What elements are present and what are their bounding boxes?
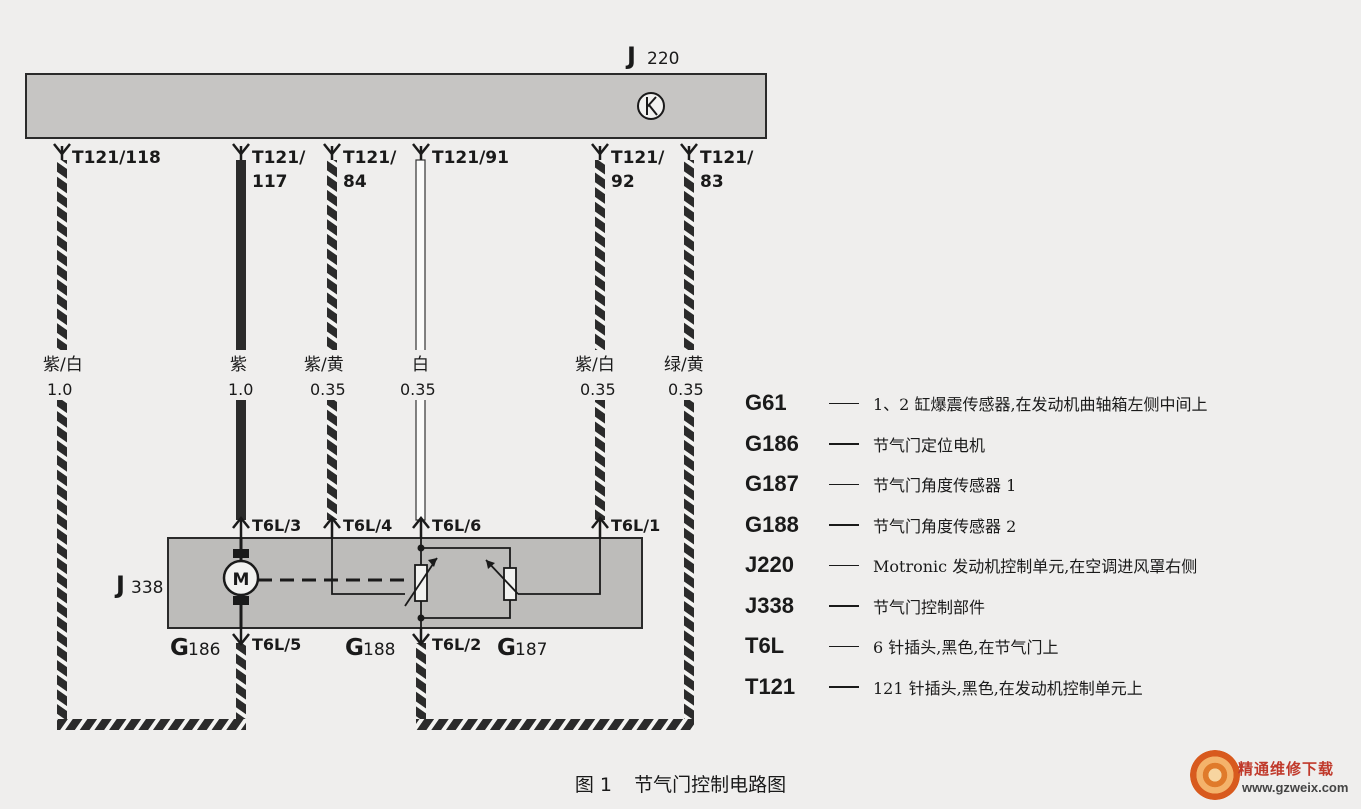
legend-desc: 节气门角度传感器 2 <box>873 516 1017 536</box>
legend-dash <box>829 605 859 607</box>
svg-text:84: 84 <box>343 172 367 192</box>
watermark-logo-icon <box>1190 750 1240 800</box>
svg-text:338: 338 <box>131 578 163 598</box>
legend-code: J338 <box>745 592 794 618</box>
legend-dash <box>829 402 859 404</box>
svg-text:紫/白: 紫/白 <box>43 355 83 375</box>
legend-dash <box>829 483 859 485</box>
legend-dash <box>829 524 859 526</box>
watermark: 精通维修下载 www.gzweix.com <box>1190 748 1355 804</box>
svg-text:187: 187 <box>515 640 547 660</box>
svg-text:0.35: 0.35 <box>580 380 616 399</box>
ecu-pin-92: T121/ 92 <box>591 143 665 192</box>
svg-text:T6L/1: T6L/1 <box>611 516 660 535</box>
ecu-label: J <box>625 42 636 70</box>
watermark-name: 精通维修下载 <box>1238 760 1335 778</box>
svg-text:1.0: 1.0 <box>47 380 72 399</box>
svg-text:白: 白 <box>412 355 429 375</box>
figure-caption: 图 1 节气门控制电路图 <box>0 770 1361 797</box>
legend-desc: 节气门控制部件 <box>873 597 986 617</box>
svg-text:紫: 紫 <box>230 355 247 375</box>
legend-row: G186 节气门定位电机 <box>745 424 1345 465</box>
legend-dash <box>829 564 859 566</box>
legend-code: J220 <box>745 552 794 578</box>
ecu-pin-83: T121/ 83 <box>680 143 754 192</box>
ecu-sub: 220 <box>647 49 679 69</box>
module-j338: J 338 T6L/3 T6L/4 T6L/6 T6L/1 T6L/5 T6L/… <box>114 515 660 661</box>
svg-text:T121/: T121/ <box>343 148 397 168</box>
motor-icon: M <box>222 549 260 605</box>
svg-text:T6L/5: T6L/5 <box>252 635 301 654</box>
connector-top-marks <box>232 515 609 538</box>
legend-dash <box>829 443 859 445</box>
legend-code: G61 <box>745 390 787 416</box>
legend-dash <box>829 645 859 647</box>
svg-text:M: M <box>233 570 250 590</box>
legend-row: J220 Motronic 发动机控制单元,在空调进风罩右侧 <box>745 545 1345 586</box>
svg-text:T121/118: T121/118 <box>72 148 161 168</box>
watermark-url: www.gzweix.com <box>1242 780 1349 795</box>
svg-text:T121/91: T121/91 <box>432 148 509 168</box>
svg-text:T121/: T121/ <box>611 148 665 168</box>
svg-text:186: 186 <box>188 640 220 660</box>
svg-text:0.35: 0.35 <box>310 380 346 399</box>
svg-text:G: G <box>497 635 516 661</box>
legend-desc: 节气门定位电机 <box>873 435 986 455</box>
legend-desc: 节气门角度传感器 1 <box>873 476 1017 496</box>
legend: G61 1、2 缸爆震传感器,在发动机曲轴箱左侧中间上 G186 节气门定位电机… <box>745 383 1345 707</box>
potentiometer-g187-icon <box>485 559 519 601</box>
ecu-pins: T121/118 T121/ 117 T121/ 84 T121/91 T121… <box>53 143 754 192</box>
svg-text:T121/: T121/ <box>252 148 306 168</box>
legend-desc: Motronic 发动机控制单元,在空调进风罩右侧 <box>873 557 1198 577</box>
legend-desc: 6 针插头,黑色,在节气门上 <box>873 638 1059 658</box>
legend-code: G186 <box>745 430 799 456</box>
svg-text:T6L/6: T6L/6 <box>432 516 481 535</box>
legend-row: G188 节气门角度传感器 2 <box>745 505 1345 546</box>
ecu-j220: J 220 <box>25 42 767 139</box>
legend-row: T6L 6 针插头,黑色,在节气门上 <box>745 626 1345 667</box>
legend-code: T6L <box>745 633 785 659</box>
svg-text:T6L/2: T6L/2 <box>432 635 481 654</box>
figure-title: 节气门控制电路图 <box>634 774 787 796</box>
svg-text:紫/黄: 紫/黄 <box>304 355 344 375</box>
legend-code: G188 <box>745 511 799 537</box>
legend-desc: 121 针插头,黑色,在发动机控制单元上 <box>873 678 1143 698</box>
svg-text:188: 188 <box>363 640 395 660</box>
legend-row: G187 节气门角度传感器 1 <box>745 464 1345 505</box>
legend-desc: 1、2 缸爆震传感器,在发动机曲轴箱左侧中间上 <box>873 395 1208 415</box>
svg-text:1.0: 1.0 <box>228 380 253 399</box>
ecu-pin-118: T121/118 <box>53 143 161 168</box>
legend-row: J338 节气门控制部件 <box>745 586 1345 627</box>
k-icon <box>637 92 665 120</box>
svg-text:0.35: 0.35 <box>668 380 704 399</box>
svg-text:绿/黄: 绿/黄 <box>664 355 704 375</box>
ecu-pin-84: T121/ 84 <box>323 143 397 192</box>
figure-number: 图 1 <box>574 774 613 796</box>
ecu-pin-117: T121/ 117 <box>232 143 306 192</box>
svg-text:G: G <box>345 635 364 661</box>
potentiometer-g188-icon <box>404 557 438 607</box>
legend-row: T121 121 针插头,黑色,在发动机控制单元上 <box>745 667 1345 708</box>
svg-text:92: 92 <box>611 172 635 192</box>
svg-text:0.35: 0.35 <box>400 380 436 399</box>
svg-text:J: J <box>114 571 125 599</box>
svg-text:83: 83 <box>700 172 724 192</box>
wire-labels: 紫/白 1.0 紫 1.0 紫/黄 0.35 白 0.35 紫/白 0.35 绿… <box>42 350 720 400</box>
svg-text:117: 117 <box>252 172 288 192</box>
legend-row: G61 1、2 缸爆震传感器,在发动机曲轴箱左侧中间上 <box>745 383 1345 424</box>
svg-text:G: G <box>170 635 189 661</box>
svg-text:紫/白: 紫/白 <box>575 355 615 375</box>
legend-dash <box>829 686 859 688</box>
svg-text:T6L/4: T6L/4 <box>343 516 392 535</box>
legend-code: T121 <box>745 673 796 699</box>
svg-text:T121/: T121/ <box>700 148 754 168</box>
connector-bottom-marks <box>232 628 430 647</box>
legend-code: G187 <box>745 471 799 497</box>
ecu-pin-91: T121/91 <box>412 143 509 168</box>
svg-text:T6L/3: T6L/3 <box>252 516 301 535</box>
wires <box>57 159 694 730</box>
